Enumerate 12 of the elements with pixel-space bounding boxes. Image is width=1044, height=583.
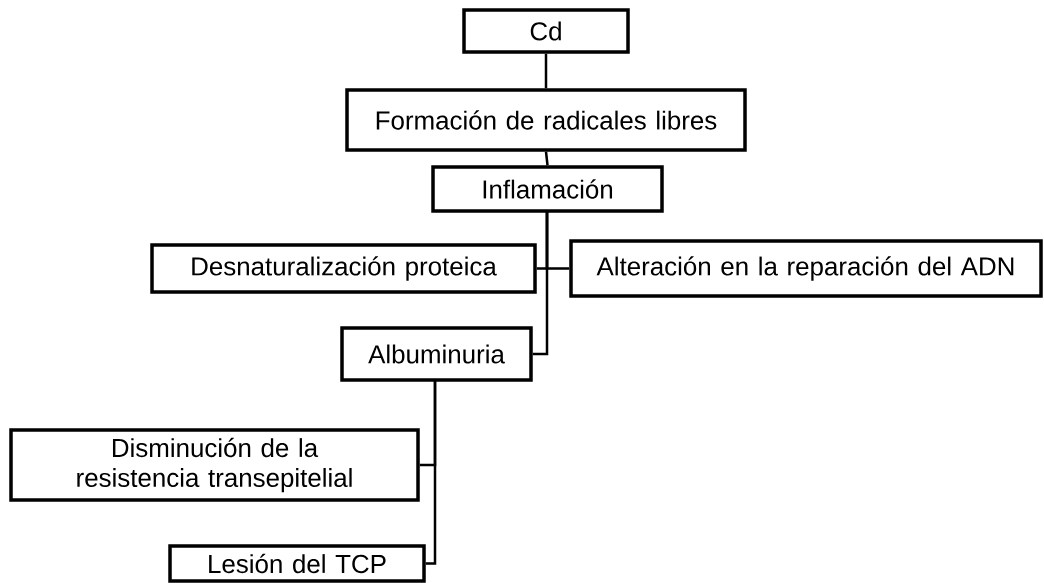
process-box: Desnaturalización proteica [150,243,537,294]
process-box: Alteración en la reparación del ADN [569,239,1043,298]
process-box: Albuminuria [340,326,533,382]
connector-line [544,53,548,89]
process-box: Disminución de la resistencia transepitelial [9,428,420,502]
connector-line [532,211,549,356]
process-box: Formación de radicales libres [345,88,747,152]
connector-line [425,380,437,565]
process-box: Inflamación [431,165,664,213]
connector-line [544,151,549,166]
process-box: Lesión del TCP [168,544,426,583]
process-box: Cd [462,8,630,54]
